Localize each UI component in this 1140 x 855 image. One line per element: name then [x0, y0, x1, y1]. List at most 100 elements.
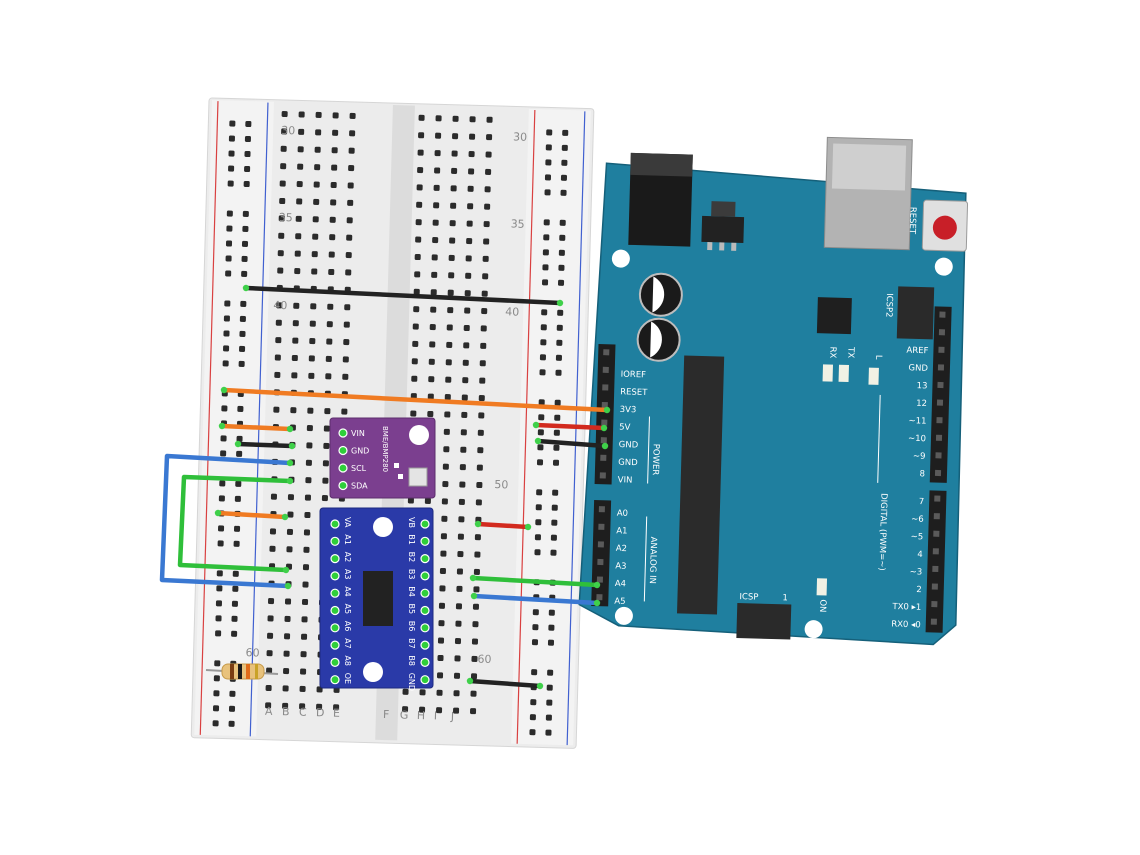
breadboard-hole: [452, 133, 459, 140]
rail-hole: [225, 270, 232, 277]
breadboard-hole: [349, 130, 356, 137]
breadboard-hole: [345, 252, 352, 259]
breadboard-hole: [347, 199, 354, 206]
power-pin-label: 3V3: [620, 405, 637, 415]
digital-pin-label: 4: [917, 550, 923, 560]
reset-button-cap[interactable]: [932, 215, 958, 240]
breadboard-hole: [292, 337, 299, 344]
breadboard-hole: [427, 393, 434, 400]
breadboard-hole: [300, 668, 307, 675]
breadboard-hole: [326, 321, 333, 328]
rail-hole: [552, 459, 560, 466]
regulator-pin: [731, 242, 737, 251]
rail-hole: [556, 324, 563, 331]
breadboard-hole: [265, 684, 272, 692]
breadboard-hole: [458, 498, 465, 505]
usb-chip: [816, 297, 852, 335]
breadboard-hole: [486, 116, 493, 123]
breadboard-hole: [402, 706, 409, 713]
breadboard-hole: [266, 667, 273, 674]
rail-hole: [555, 369, 562, 376]
rail-hole: [222, 360, 229, 367]
breadboard-hole: [283, 650, 290, 657]
digital-pin-label: ~10: [908, 434, 926, 444]
power-header: [594, 344, 616, 485]
breadboard-hole: [467, 185, 474, 192]
header-pin: [597, 541, 604, 548]
rail-hole: [559, 219, 566, 226]
analog-pin-label: A0: [617, 509, 629, 519]
breadboard-hole: [325, 373, 332, 380]
rail-hole: [215, 600, 222, 607]
analog-section-label: ANALOG IN: [647, 537, 658, 585]
rail-hole: [216, 585, 223, 592]
rail-hole: [234, 495, 241, 502]
breadboard-hole: [311, 268, 318, 275]
breadboard-hole: [416, 184, 423, 191]
mux-pin: [420, 588, 430, 598]
header-pin: [600, 437, 607, 444]
rail-hole: [535, 519, 542, 526]
rail-hole: [217, 540, 224, 547]
analog-pin-label: A3: [615, 561, 627, 571]
breadboard-hole: [435, 115, 442, 122]
rail-hole: [216, 570, 223, 577]
breadboard-hole: [301, 616, 308, 623]
breadboard-hole: [342, 373, 349, 380]
breadboard-hole: [315, 111, 322, 119]
breadboard-hole: [302, 564, 310, 571]
breadboard-hole: [301, 633, 308, 640]
column-letter-e: E: [333, 707, 340, 720]
breadboard-hole: [309, 320, 316, 327]
rail-hole: [242, 225, 249, 233]
breadboard-hole: [455, 603, 463, 610]
breadboard-hole: [451, 150, 458, 157]
rail-hole: [231, 630, 238, 637]
mux-left-pin-label: A1: [343, 534, 352, 545]
breadboard-hole: [474, 551, 481, 558]
rail-hole: [228, 150, 235, 157]
wire-end-dot: [603, 406, 611, 414]
row-number-30-left: 30: [281, 124, 295, 137]
mux-pin: [330, 553, 340, 564]
wire-end-dot: [214, 509, 222, 517]
rail-hole: [546, 699, 553, 706]
breadboard-hole: [417, 149, 424, 156]
breadboard-hole: [476, 481, 483, 489]
wire-end-dot: [242, 284, 250, 292]
column-letter-j: J: [450, 710, 455, 723]
breadboard-hole: [416, 201, 423, 208]
breadboard-hole: [468, 151, 475, 158]
wire-end-dot: [556, 299, 564, 307]
breadboard-hole: [460, 446, 467, 453]
icsp2-header: [896, 286, 935, 340]
breadboard-hole: [434, 167, 441, 174]
breadboard-hole: [441, 515, 448, 522]
breadboard-hole: [309, 338, 316, 345]
breadboard-hole: [306, 425, 313, 432]
breadboard-hole: [344, 304, 351, 311]
breadboard-hole: [454, 655, 461, 662]
mux-left-pin-label: A7: [343, 638, 352, 649]
mux-pin: [420, 519, 430, 529]
rail-hole: [530, 699, 537, 706]
breadboard-hole: [484, 203, 491, 210]
rail-hole: [535, 504, 542, 511]
breadboard-hole: [328, 268, 335, 276]
breadboard-hole: [295, 233, 302, 240]
breadboard-hole: [459, 464, 466, 471]
breadboard-hole: [469, 116, 476, 123]
breadboard-hole: [415, 219, 422, 226]
breadboard-hole: [269, 545, 276, 552]
mux-pin: [330, 588, 340, 598]
column-letter-a: A: [265, 705, 273, 718]
breadboard-hole: [471, 638, 479, 645]
breadboard-hole: [305, 477, 312, 484]
breadboard-hole: [322, 460, 329, 467]
rail-hole: [555, 354, 562, 361]
breadboard-hole: [447, 289, 454, 296]
rail-hole: [544, 189, 551, 196]
breadboard-hole: [429, 341, 436, 348]
breadboard-hole: [329, 234, 336, 241]
bmp-pin-label: VIN: [351, 429, 365, 438]
